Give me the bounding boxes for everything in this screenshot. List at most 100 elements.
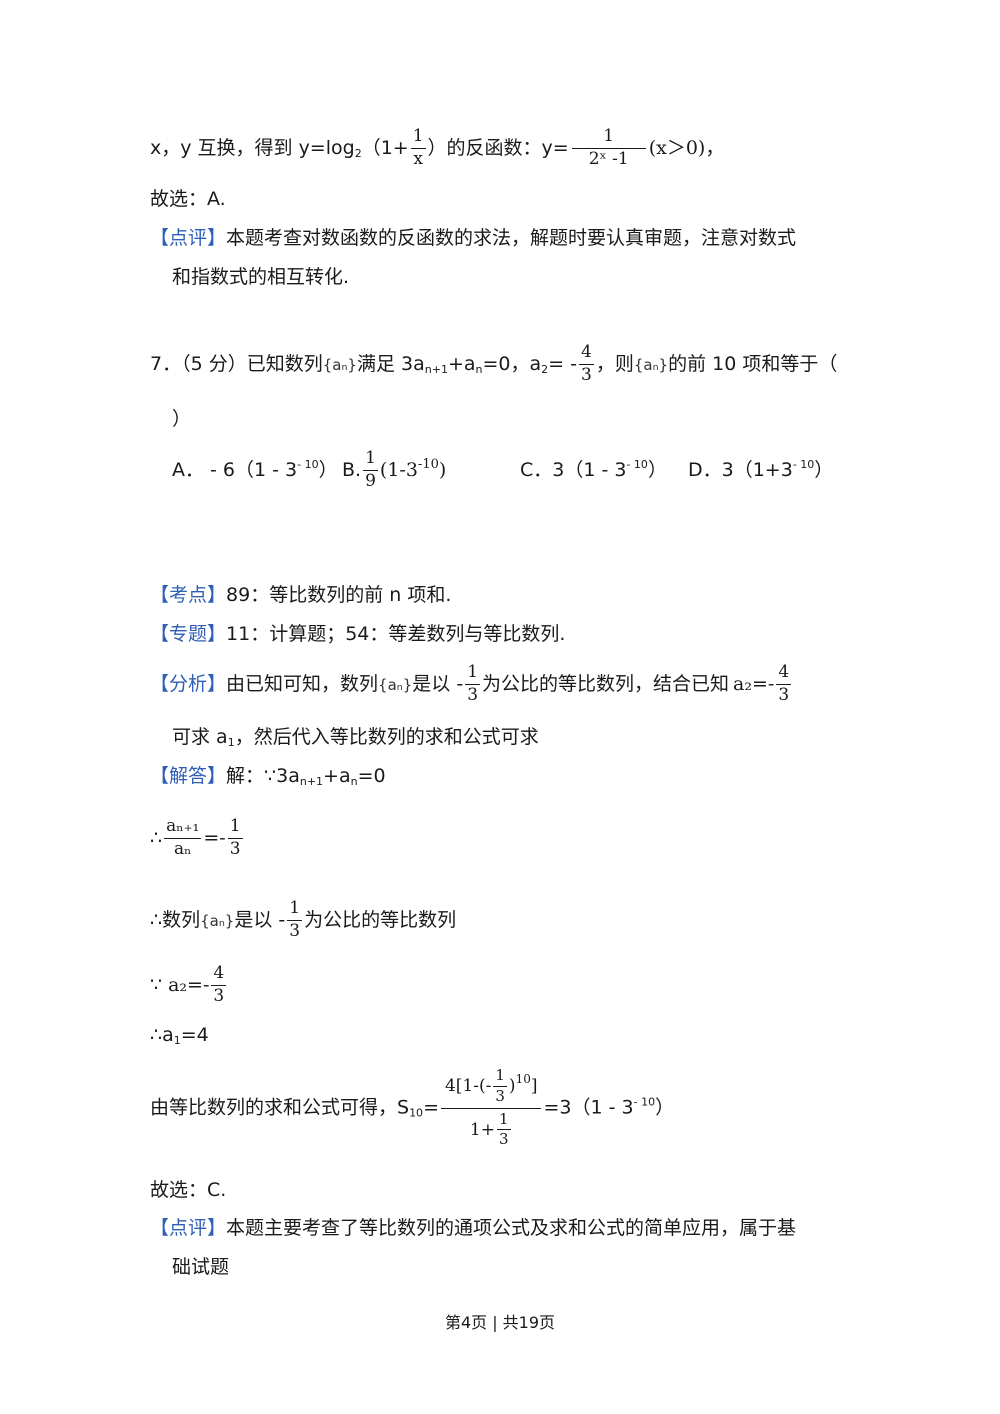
- denominator: 3: [229, 838, 241, 859]
- sequence-an: {aₙ}: [378, 675, 413, 694]
- zhuanti-tag: 【专题】: [150, 623, 227, 645]
- denominator: 3: [778, 684, 790, 705]
- therefore-symbol: ∴: [150, 826, 163, 849]
- text: 满足 3a: [356, 352, 425, 375]
- text: 7．（5 分）已知数列: [150, 352, 323, 375]
- a2-expr: a₂=-: [733, 672, 775, 695]
- fenxi-tag: 【分析】: [150, 672, 227, 695]
- text: (x＞0)，: [648, 136, 725, 159]
- denominator: 3: [467, 684, 479, 705]
- denominator: 3: [498, 1130, 509, 1149]
- numerator: 4: [776, 663, 792, 685]
- superscript: -10: [417, 456, 439, 472]
- sequence-an: {aₙ}: [200, 911, 235, 930]
- kaodian-tag: 【考点】: [150, 584, 227, 606]
- option-b-label: B.: [342, 458, 362, 481]
- superscript: - 10: [626, 457, 648, 471]
- text: =0，a: [482, 352, 542, 375]
- page-footer: 第4页 | 共19页: [444, 1313, 556, 1332]
- numerator: 1: [363, 449, 378, 471]
- text: =: [423, 1096, 439, 1119]
- text: 由等比数列的求和公式可得，S: [150, 1096, 410, 1119]
- denominator: aₙ: [173, 838, 192, 859]
- sequence-an: {aₙ}: [633, 355, 669, 374]
- kaodian-text: 89：等比数列的前 n 项和.: [226, 584, 452, 606]
- solution-line1: 【解答】解：∵3an+1+an=0: [150, 765, 386, 788]
- numerator: 1: [410, 127, 426, 149]
- option-d-text: D．3（1+3: [688, 458, 793, 481]
- text: 解：∵3a: [226, 765, 300, 787]
- because-symbol: ∵: [150, 973, 163, 996]
- text: 可求 a: [172, 726, 228, 748]
- subscript: n: [350, 775, 358, 788]
- text: (1-3: [379, 458, 418, 481]
- text: 是以 -: [234, 908, 286, 931]
- denominator: 3: [495, 1086, 505, 1105]
- text: ）: [655, 1096, 675, 1119]
- numerator: 1: [227, 817, 243, 839]
- option-a[interactable]: A． - 6（1 - 3- 10）: [172, 459, 342, 480]
- text: ∴数列: [150, 908, 201, 931]
- numerator: 4: [579, 343, 594, 365]
- numerator: 1: [496, 1111, 511, 1131]
- option-c[interactable]: C．3（1 - 3- 10）: [520, 459, 688, 480]
- prev-comment-line1: 【点评】本题考查对数函数的反函数的求法，解题时要认真审题，注意对数式: [150, 229, 796, 248]
- subscript: 2: [354, 146, 362, 160]
- superscript: 10: [515, 1071, 531, 1086]
- solution-line5: ∴a1=4: [150, 1024, 209, 1047]
- denominator: 3: [289, 920, 301, 941]
- superscript: - 10: [633, 1095, 656, 1109]
- denominator: 2ˣ -1: [588, 148, 629, 169]
- option-d[interactable]: D．3（1+3- 10）: [688, 459, 833, 480]
- numerator: aₙ₊₁: [164, 817, 202, 839]
- subscript: n: [475, 362, 483, 376]
- text: = -: [548, 352, 577, 375]
- superscript: - 10: [792, 457, 815, 471]
- text: +a: [447, 352, 476, 375]
- text: =0: [357, 765, 386, 787]
- text: ，则: [595, 352, 634, 375]
- solution-tag: 【解答】: [150, 765, 227, 787]
- fenxi-line2: 可求 a1，然后代入等比数列的求和公式可求: [172, 726, 539, 749]
- numerator: 1: [465, 663, 481, 685]
- sequence-an: {aₙ}: [322, 355, 357, 374]
- numerator: 1: [571, 127, 646, 149]
- text: （1+: [361, 136, 409, 159]
- text: 为公比的等比数列，结合已知: [482, 672, 730, 695]
- subscript: 1: [173, 1034, 181, 1047]
- text: ，然后代入等比数列的求和公式可求: [234, 726, 539, 748]
- a2-expr: a₂=-: [168, 973, 210, 996]
- text: ]: [530, 1075, 538, 1096]
- text: ）: [814, 458, 834, 481]
- text: ∴a: [150, 1024, 174, 1046]
- zhuanti: 【专题】11：计算题；54：等差数列与等比数列.: [150, 625, 565, 644]
- text: 4[1-(-: [444, 1075, 492, 1096]
- text: 为公比的等比数列: [304, 908, 457, 931]
- kaodian: 【考点】89：等比数列的前 n 项和.: [150, 586, 451, 605]
- subscript: n+1: [424, 362, 448, 376]
- denominator: 3: [581, 364, 592, 385]
- text: ): [508, 1075, 516, 1096]
- comment-text: 本题主要考查了等比数列的通项公式及求和公式的简单应用，属于基: [226, 1217, 797, 1239]
- comment-text: 本题考查对数函数的反函数的求法，解题时要认真审题，注意对数式: [226, 227, 797, 249]
- text: x，y 互换，得到 y=log: [150, 136, 355, 159]
- superscript: - 10: [297, 457, 319, 471]
- subscript: n+1: [299, 775, 324, 788]
- text: =3（1 - 3: [543, 1096, 634, 1119]
